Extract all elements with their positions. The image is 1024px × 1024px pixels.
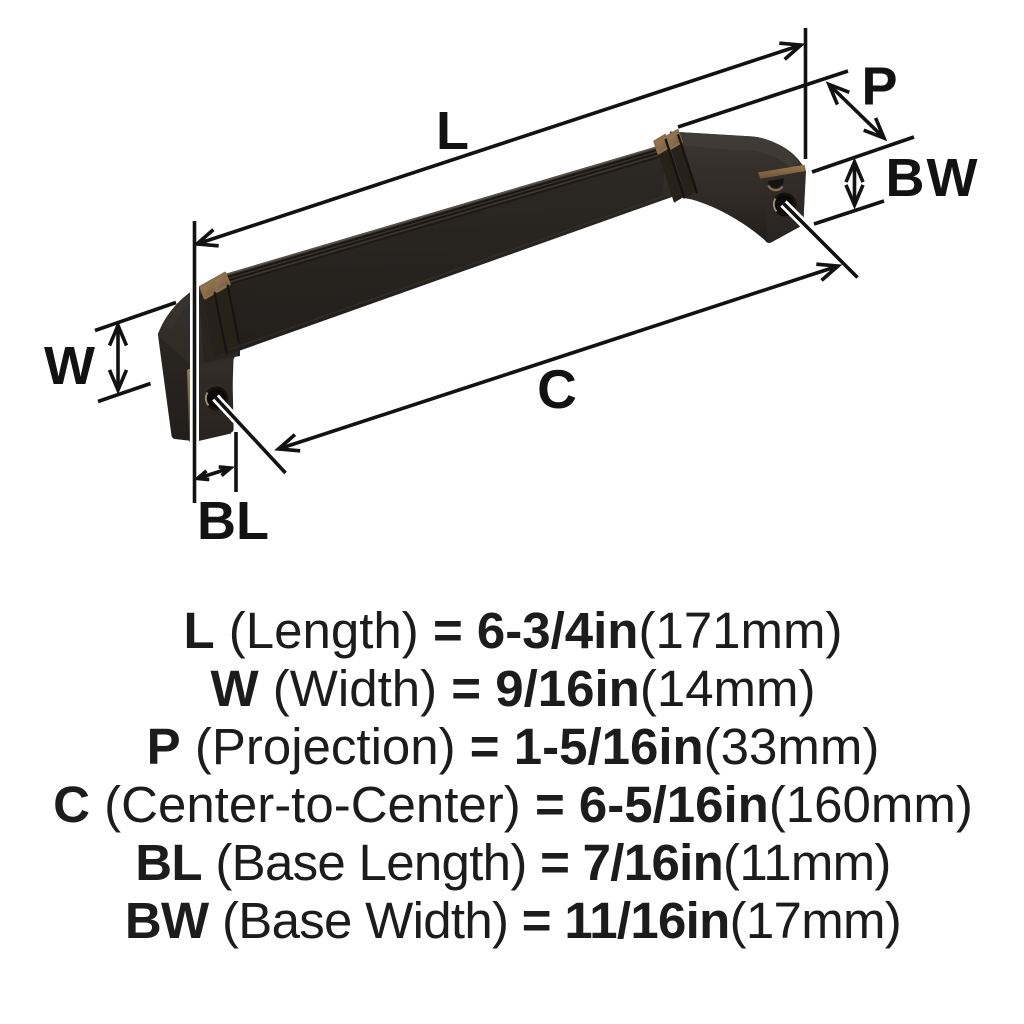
- svg-text:W: W: [44, 336, 95, 396]
- svg-text:BL: BL: [197, 491, 269, 551]
- svg-text:W (Width) = 9/16in(14mm): W (Width) = 9/16in(14mm): [210, 660, 815, 717]
- svg-text:BW: BW: [886, 148, 980, 208]
- svg-text:BL (Base Length) = 7/16in(11mm: BL (Base Length) = 7/16in(11mm): [135, 834, 890, 891]
- svg-text:L (Length) = 6-3/4in(171mm): L (Length) = 6-3/4in(171mm): [183, 602, 842, 659]
- svg-text:P (Projection) = 1-5/16in(33mm: P (Projection) = 1-5/16in(33mm): [147, 718, 880, 775]
- svg-text:BW (Base Width) = 11/16in(17mm: BW (Base Width) = 11/16in(17mm): [125, 892, 901, 949]
- svg-text:C (Center-to-Center) = 6-5/16i: C (Center-to-Center) = 6-5/16in(160mm): [53, 776, 973, 833]
- svg-text:L: L: [436, 101, 469, 161]
- svg-text:P: P: [861, 57, 897, 117]
- svg-text:C: C: [537, 358, 577, 420]
